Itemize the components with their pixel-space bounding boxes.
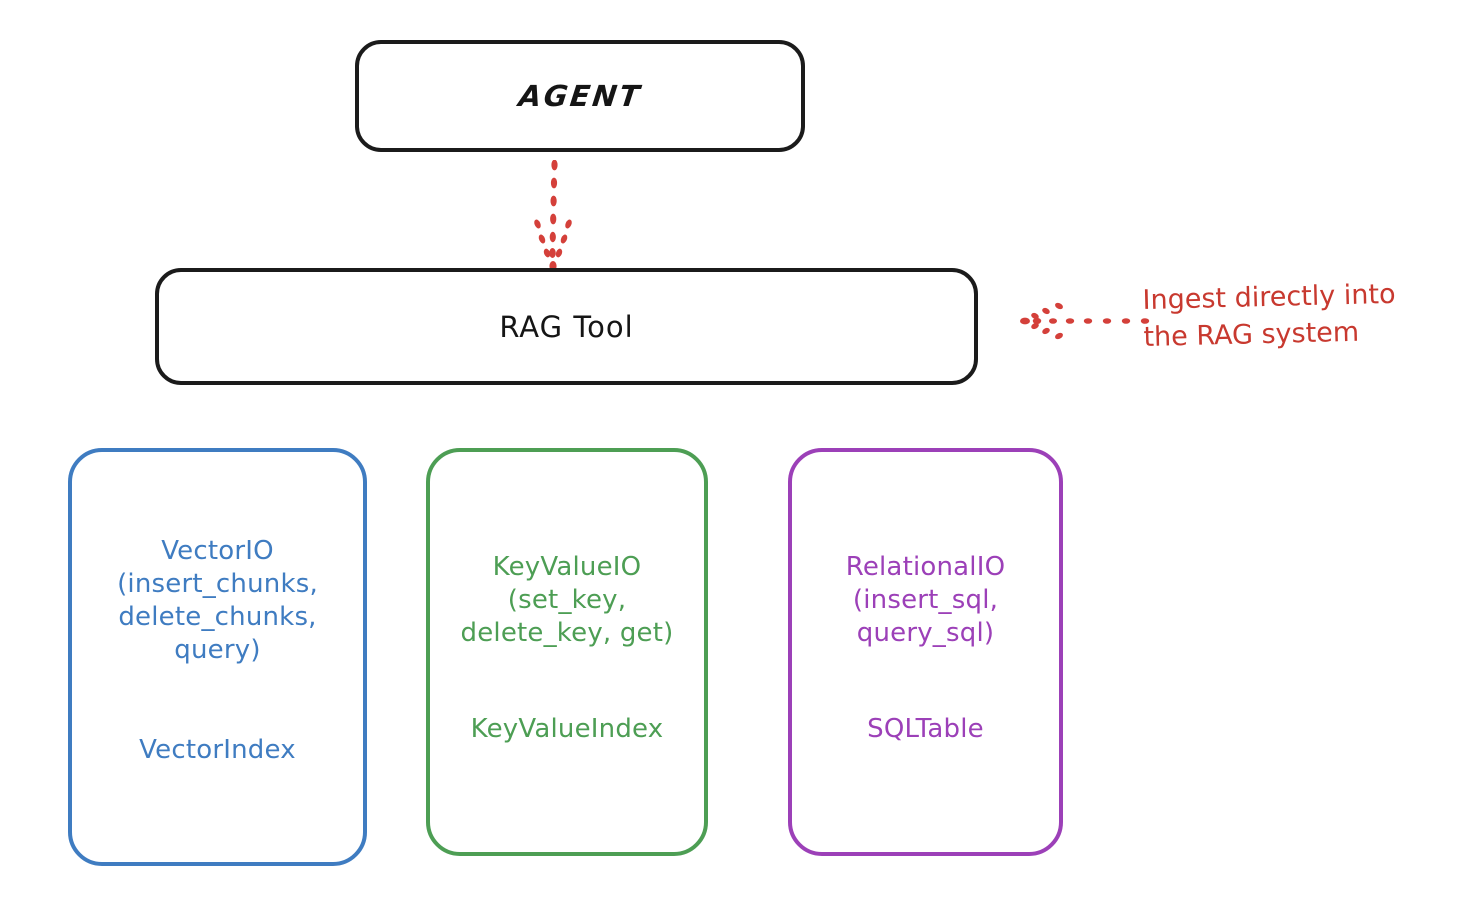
dotted-arrow-left-icon [1015, 295, 1150, 347]
provider-node-vector[interactable]: VectorIO (insert_chunks, delete_chunks, … [68, 448, 367, 866]
provider-node-relational[interactable]: RelationalIO (insert_sql, query_sql) SQL… [788, 448, 1063, 856]
provider-index-label: VectorIndex [139, 735, 296, 765]
provider-operations-label: RelationalIO (insert_sql, query_sql) [845, 552, 1006, 648]
agent-node-label: AGENT [516, 79, 644, 113]
provider-node-keyvalue[interactable]: KeyValueIO (set_key, delete_key, get) Ke… [426, 448, 708, 856]
provider-index-label: KeyValueIndex [470, 714, 664, 744]
provider-operations-label: KeyValueIO (set_key, delete_key, get) [460, 552, 674, 648]
provider-index-label: SQLTable [867, 714, 984, 744]
rag-tool-node[interactable]: RAG Tool [155, 268, 978, 385]
ingest-annotation-text: Ingest directly into the RAG system [1142, 278, 1396, 354]
dotted-arrow-down-icon [505, 159, 605, 272]
rag-tool-node-label: RAG Tool [499, 309, 634, 344]
provider-operations-label: VectorIO (insert_chunks, delete_chunks, … [117, 536, 318, 665]
agent-node[interactable]: AGENT [355, 40, 805, 152]
